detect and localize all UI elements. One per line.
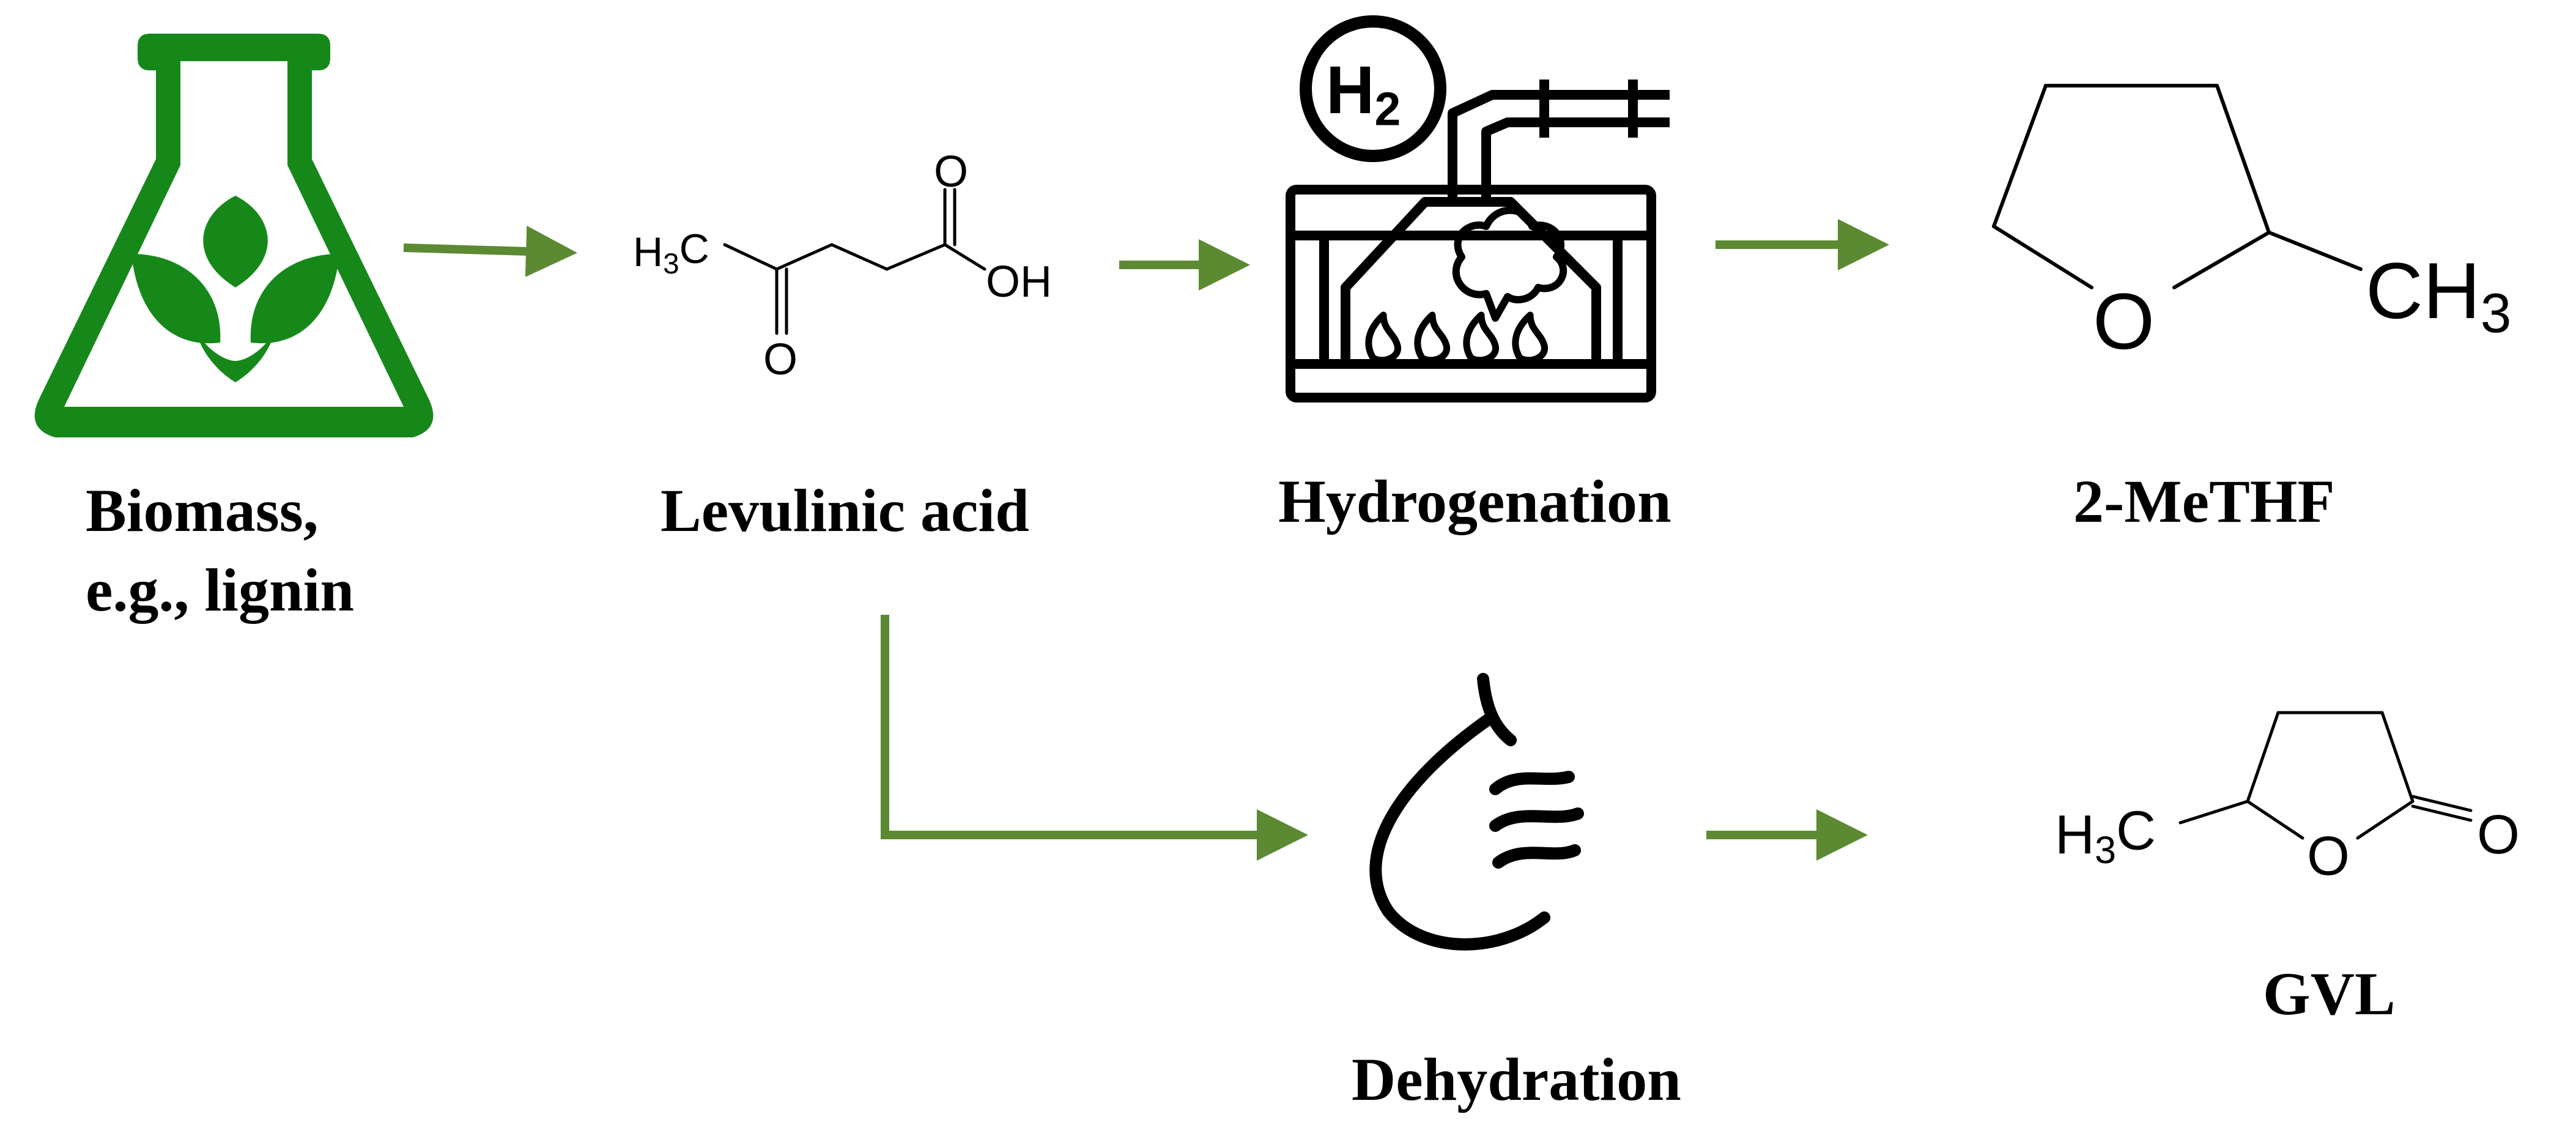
h2-badge: H2	[1326, 53, 1401, 135]
levulinic-acid-label: Levulinic acid	[661, 477, 1029, 544]
methf-methyl-label: CH3	[2366, 246, 2511, 344]
2-methf-label: 2-MeTHF	[2073, 467, 2335, 535]
dehydration-label: Dehydration	[1352, 1045, 1681, 1113]
levulinic-hydroxyl: OH	[986, 258, 1052, 306]
biomass-label: Biomass, e.g., lignin	[86, 471, 354, 630]
biomass-label-line2: e.g., lignin	[86, 556, 354, 624]
levulinic-acid-structure	[723, 188, 986, 335]
flask-leaves-icon	[34, 34, 434, 437]
levulinic-carbonyl-oxygen: O	[763, 335, 798, 384]
levulinic-methyl-label: H3C	[633, 226, 709, 280]
biomass-label-line1: Biomass,	[86, 477, 319, 544]
2-methf-structure	[1992, 84, 2363, 289]
hydrogenation-label: Hydrogenation	[1278, 467, 1671, 535]
gvl-ring-oxygen: O	[2307, 826, 2350, 887]
arrow-levulinic-to-dehydration	[881, 615, 1308, 861]
gvl-label: GVL	[2263, 960, 2396, 1028]
hydrogenation-reactor-icon	[1286, 15, 1670, 403]
arrow-biomass-to-levulinic	[403, 225, 577, 277]
levulinic-acid-oxygen: O	[934, 147, 968, 196]
gvl-structure	[2178, 711, 2473, 840]
gvl-methyl-label: H3C	[2055, 800, 2156, 872]
gvl-carbonyl-oxygen: O	[2477, 804, 2520, 866]
methf-ring-oxygen: O	[2093, 276, 2155, 366]
water-drop-icon	[1369, 673, 1584, 951]
